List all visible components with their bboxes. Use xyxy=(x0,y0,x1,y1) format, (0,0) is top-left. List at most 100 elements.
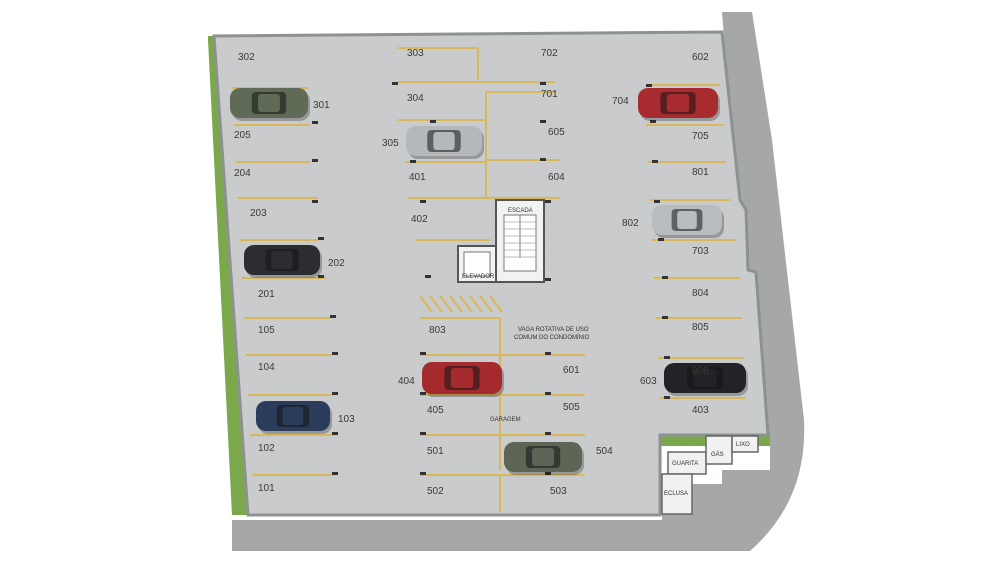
floor-dot xyxy=(322,468,323,469)
floor-dot xyxy=(294,364,295,365)
floor-dot xyxy=(590,332,591,333)
floor-dot xyxy=(662,284,663,285)
floor-dot xyxy=(638,284,639,285)
floor-dot xyxy=(378,308,379,309)
floor-dot xyxy=(730,116,731,117)
floor-dot xyxy=(246,76,247,77)
floor-dot xyxy=(506,196,507,197)
stair-label: ESCADA xyxy=(508,208,533,214)
floor-dot xyxy=(406,300,407,301)
floor-dot xyxy=(442,340,443,341)
floor-dot xyxy=(438,60,439,61)
floor-dot xyxy=(654,188,655,189)
floor-dot xyxy=(294,316,295,317)
floor-dot xyxy=(410,244,411,245)
floor-dot xyxy=(394,164,395,165)
floor-dot xyxy=(426,260,427,261)
floor-dot xyxy=(734,316,735,317)
floor-dot xyxy=(546,388,547,389)
floor-dot xyxy=(390,236,391,237)
floor-dot xyxy=(330,52,331,53)
floor-dot xyxy=(442,420,443,421)
floor-dot xyxy=(586,116,587,117)
floor-dot xyxy=(434,52,435,53)
stair-core xyxy=(495,199,545,283)
floor-dot xyxy=(322,372,323,373)
floor-dot xyxy=(658,148,659,149)
floor-dot xyxy=(626,388,627,389)
floor-dot xyxy=(630,348,631,349)
floor-dot xyxy=(582,156,583,157)
floor-dot xyxy=(354,388,355,389)
floor-dot xyxy=(618,340,619,341)
floor-dot xyxy=(522,324,523,325)
floor-dot xyxy=(622,188,623,189)
floor-dot xyxy=(446,124,447,125)
floor-dot xyxy=(498,116,499,117)
floor-dot xyxy=(598,92,599,93)
floor-dot xyxy=(250,132,251,133)
floor-dot xyxy=(534,140,535,141)
floor-dot xyxy=(730,100,731,101)
floor-dot xyxy=(326,300,327,301)
floor-dot xyxy=(438,172,439,173)
floor-dot xyxy=(478,428,479,429)
floor-dot xyxy=(578,84,579,85)
floor-dot xyxy=(270,300,271,301)
floor-dot xyxy=(390,412,391,413)
floor-dot xyxy=(338,340,339,341)
floor-dot xyxy=(310,380,311,381)
floor-dot xyxy=(422,44,423,45)
floor-dot xyxy=(374,396,375,397)
floor-dot xyxy=(278,204,279,205)
floor-dot xyxy=(634,340,635,341)
floor-dot xyxy=(410,468,411,469)
floor-dot xyxy=(458,404,459,405)
floor-dot xyxy=(626,52,627,53)
floor-dot xyxy=(422,508,423,509)
floor-dot xyxy=(326,268,327,269)
floor-dot xyxy=(606,348,607,349)
floor-dot xyxy=(646,428,647,429)
floor-dot xyxy=(682,132,683,133)
floor-dot xyxy=(606,444,607,445)
floor-dot xyxy=(350,76,351,77)
floor-dot xyxy=(478,156,479,157)
floor-dot xyxy=(554,260,555,261)
floor-dot xyxy=(558,140,559,141)
floor-dot xyxy=(338,164,339,165)
floor-dot xyxy=(346,100,347,101)
floor-dot xyxy=(562,436,563,437)
floor-dot xyxy=(254,172,255,173)
floor-dot xyxy=(298,324,299,325)
floor-dot xyxy=(534,44,535,45)
floor-dot xyxy=(630,476,631,477)
floor-dot xyxy=(518,476,519,477)
floor-dot xyxy=(506,292,507,293)
floor-dot xyxy=(262,476,263,477)
floor-dot xyxy=(394,276,395,277)
floor-dot xyxy=(546,292,547,293)
floor-dot xyxy=(598,156,599,157)
floor-dot xyxy=(634,164,635,165)
floor-dot xyxy=(430,124,431,125)
floor-dot xyxy=(654,412,655,413)
floor-dot xyxy=(390,204,391,205)
floor-dot xyxy=(294,460,295,461)
floor-dot xyxy=(710,188,711,189)
floor-dot xyxy=(710,492,711,493)
floor-dot xyxy=(414,460,415,461)
floor-dot xyxy=(734,140,735,141)
floor-dot xyxy=(326,188,327,189)
floor-dot xyxy=(730,84,731,85)
floor-dot xyxy=(490,468,491,469)
floor-dot xyxy=(574,252,575,253)
floor-dot xyxy=(482,404,483,405)
floor-dot xyxy=(474,452,475,453)
floor-dot xyxy=(330,244,331,245)
floor-dot xyxy=(422,348,423,349)
floor-dot xyxy=(390,316,391,317)
floor-dot xyxy=(554,228,555,229)
floor-dot xyxy=(678,428,679,429)
floor-dot xyxy=(250,84,251,85)
